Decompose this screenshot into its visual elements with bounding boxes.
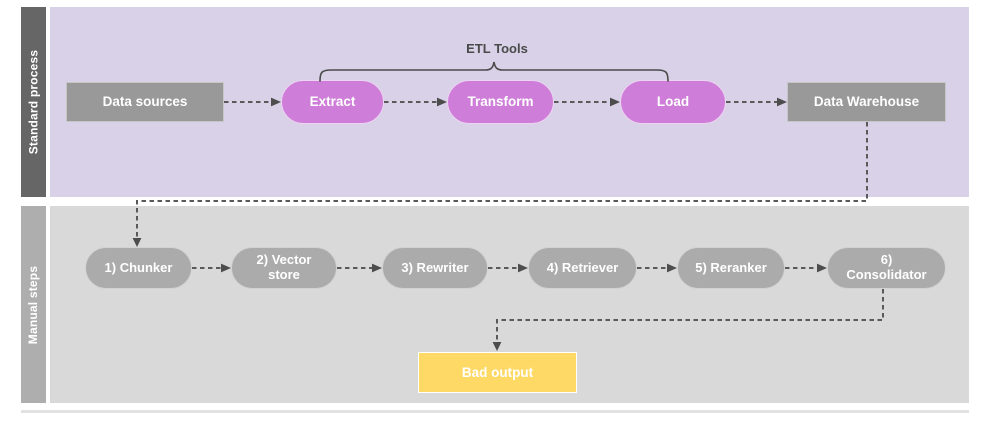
node-rewriter: 3) Rewriter — [382, 247, 488, 289]
node-load: Load — [620, 80, 726, 124]
bottom-divider — [21, 410, 969, 413]
node-chunker: 1) Chunker — [85, 247, 192, 289]
lane-bar-standard-process: Standard process — [21, 7, 46, 197]
node-reranker: 5) Reranker — [677, 247, 785, 289]
etl-tools-label: ETL Tools — [466, 41, 528, 56]
node-extract: Extract — [281, 80, 384, 124]
node-vector-store: 2) Vector store — [231, 247, 337, 289]
node-bad-output: Bad output — [418, 352, 577, 393]
node-retriever: 4) Retriever — [528, 247, 637, 289]
node-data-warehouse: Data Warehouse — [787, 82, 946, 122]
node-consolidator: 6) Consolidator — [827, 247, 946, 289]
node-data-sources: Data sources — [66, 82, 224, 122]
lane-bar-manual-steps: Manual steps — [21, 206, 46, 403]
node-transform: Transform — [447, 80, 554, 124]
lane-label-manual-steps: Manual steps — [26, 265, 41, 344]
lane-label-standard-process: Standard process — [26, 49, 41, 155]
